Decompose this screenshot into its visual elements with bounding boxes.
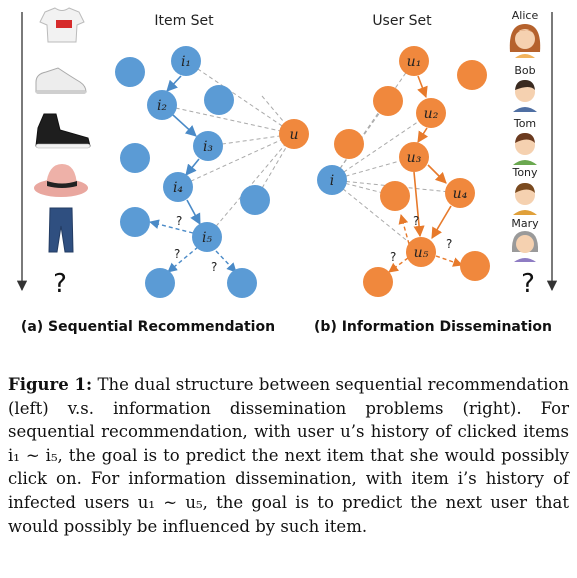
- t-shirt-icon: [39, 7, 85, 43]
- item-node-i2: i₂: [147, 90, 177, 120]
- user-background-nodes: [334, 60, 490, 297]
- figure-caption-label: Figure 1:: [8, 375, 93, 394]
- user-predict-mark-1: ?: [413, 214, 419, 228]
- svg-text:u₂: u₂: [424, 106, 439, 122]
- figure-diagram: ? Item Set ? ? ? i₁ i₂ i₃ i₄ i₅: [16, 7, 558, 335]
- hat-icon: [34, 164, 88, 197]
- user-predict-mark-3: ?: [446, 237, 452, 251]
- user-node-u4: u₄: [445, 178, 475, 208]
- user-node-u2: u₂: [416, 98, 446, 128]
- item-node-i4: i₄: [163, 172, 193, 202]
- svg-text:i: i: [330, 173, 334, 189]
- item-node-i5: i₅: [192, 222, 222, 252]
- svg-text:i₁: i₁: [181, 54, 191, 70]
- svg-text:Tony: Tony: [511, 166, 538, 179]
- item-predict-mark-3: ?: [211, 260, 217, 274]
- svg-text:i₄: i₄: [173, 180, 183, 196]
- item-user-dashed-links: [161, 60, 295, 238]
- svg-text:u₄: u₄: [453, 186, 468, 202]
- user-node-u3: u₃: [399, 142, 429, 172]
- item-node-i1: i₁: [171, 46, 201, 76]
- svg-text:Bob: Bob: [514, 64, 535, 77]
- avatar-mary-icon: [511, 231, 539, 262]
- jeans-icon: [48, 207, 74, 253]
- item-background-nodes: [115, 57, 270, 298]
- svg-text:u₁: u₁: [407, 54, 422, 70]
- svg-text:u₅: u₅: [414, 245, 429, 261]
- avatar-tom-icon: [513, 133, 537, 165]
- sneaker-icon: [35, 67, 87, 94]
- item-question-mark: ?: [53, 269, 67, 299]
- avatar-tony-icon: [513, 183, 537, 215]
- svg-text:Mary: Mary: [511, 217, 539, 230]
- user-tony: Tony: [511, 166, 538, 215]
- user-mary: Mary: [511, 217, 539, 262]
- user-node-u1: u₁: [399, 46, 429, 76]
- svg-text:Tom: Tom: [513, 117, 536, 130]
- svg-text:u₃: u₃: [407, 150, 422, 166]
- avatar-bob-icon: [513, 80, 537, 112]
- panel-b-caption: (b) Information Dissemination: [314, 319, 552, 335]
- user-prediction-arrows: [388, 214, 463, 273]
- avatar-alice-icon: [509, 24, 541, 58]
- item-set-title: Item Set: [154, 13, 214, 29]
- user-sequence-arrows: [413, 75, 452, 239]
- item-node-i3: i₃: [193, 131, 223, 161]
- svg-text:i₅: i₅: [202, 230, 212, 246]
- user-predict-mark-2: ?: [390, 250, 396, 264]
- item-sequence-arrows: [166, 75, 201, 225]
- user-node-u5: u₅: [406, 237, 436, 267]
- user-tom: Tom: [513, 117, 537, 165]
- item-predict-mark-1: ?: [176, 214, 182, 228]
- user-alice: Alice: [509, 9, 541, 58]
- svg-text:Alice: Alice: [512, 9, 539, 22]
- svg-text:i₂: i₂: [157, 98, 167, 114]
- user-bob: Bob: [513, 64, 537, 112]
- figure-caption-text: The dual structure between sequential re…: [8, 375, 569, 536]
- user-node-u: u: [279, 119, 309, 149]
- user-question-mark: ?: [521, 269, 535, 299]
- svg-text:u: u: [289, 127, 298, 143]
- user-set-title: User Set: [372, 13, 432, 29]
- panel-a-caption: (a) Sequential Recommendation: [21, 319, 275, 335]
- figure-caption: Figure 1: The dual structure between seq…: [8, 373, 569, 538]
- item-prediction-arrows: [149, 219, 237, 273]
- item-node-i: i: [317, 165, 347, 195]
- high-top-sneaker-icon: [35, 113, 91, 149]
- item-predict-mark-2: ?: [174, 247, 180, 261]
- svg-text:i₃: i₃: [203, 139, 213, 155]
